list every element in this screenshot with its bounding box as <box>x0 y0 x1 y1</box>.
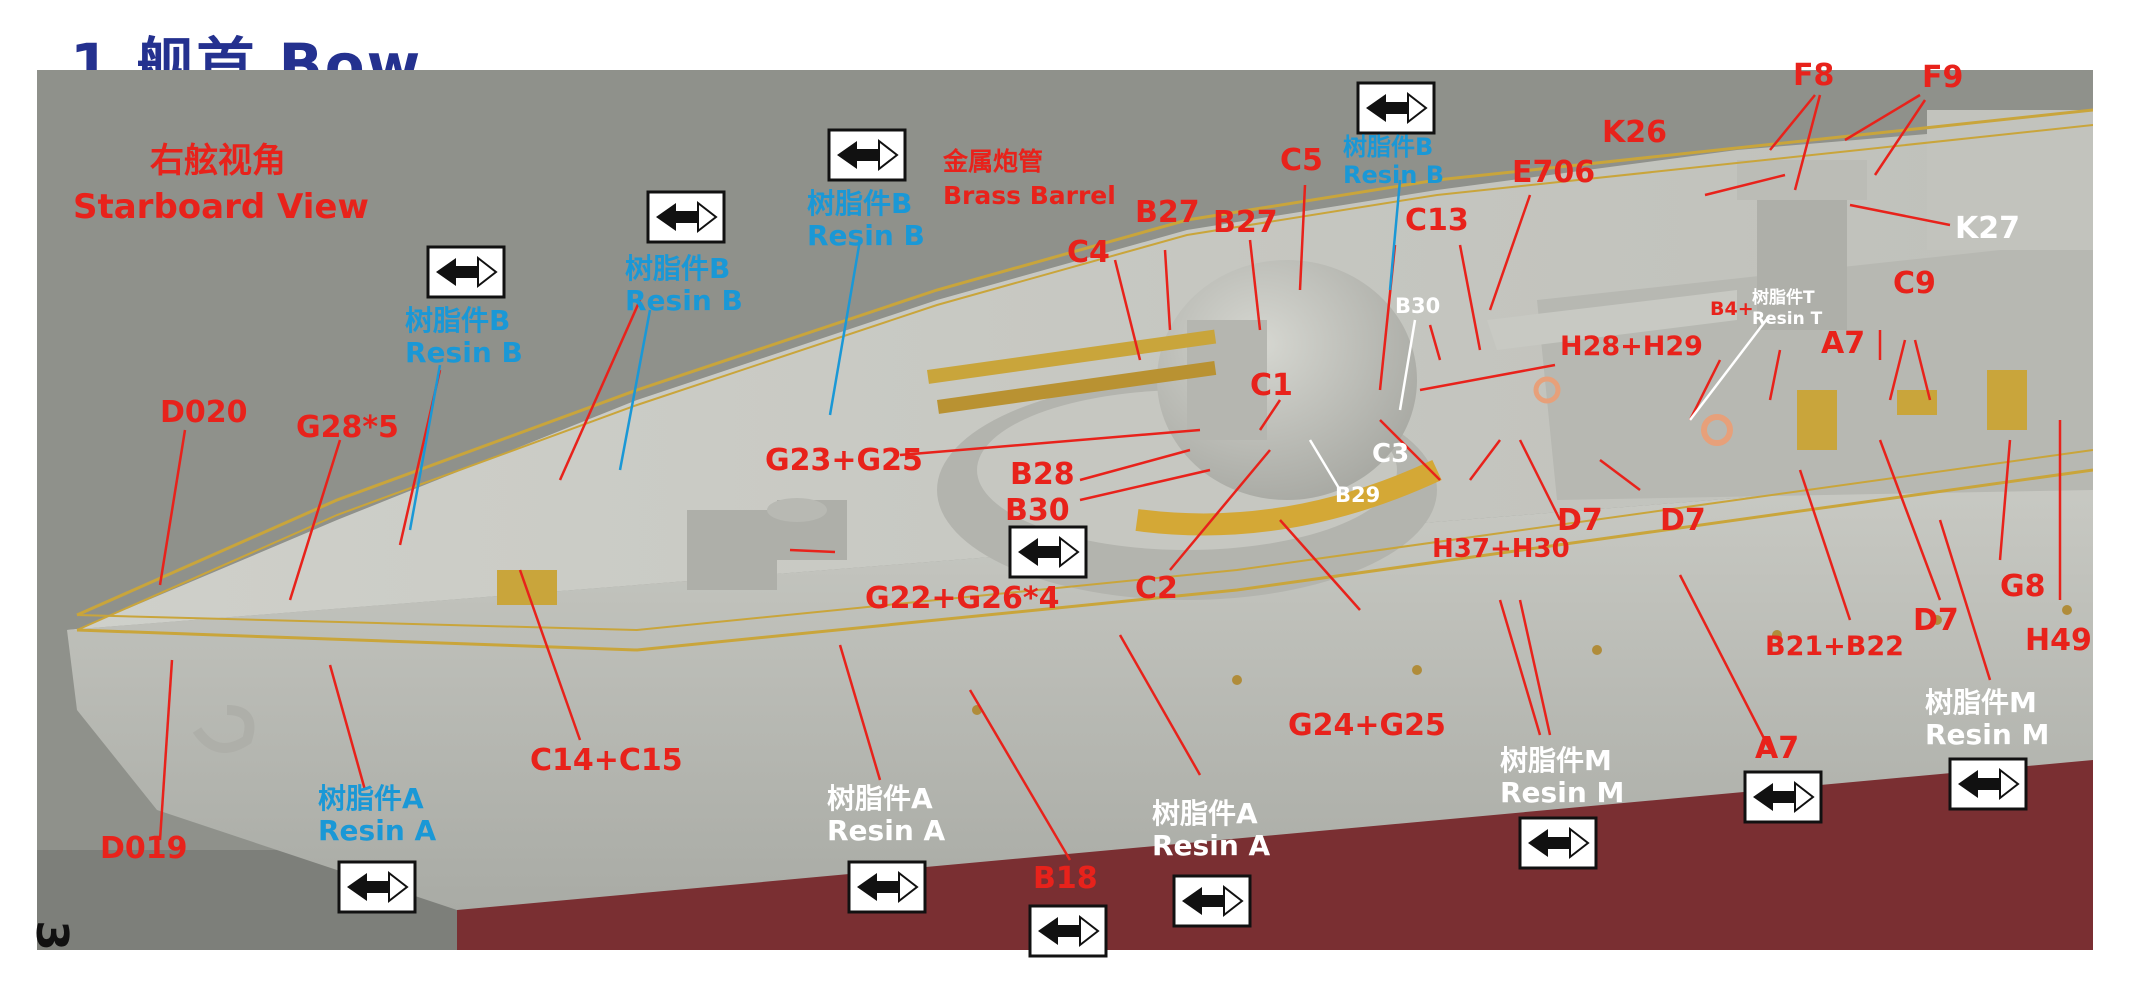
label-c4: C4 <box>1067 235 1110 270</box>
label-b27-a: B27 <box>1135 195 1200 230</box>
label-brass-cn: 金属炮管 <box>942 147 1043 176</box>
label-d019: D019 <box>100 831 188 866</box>
label-d7-c: D7 <box>1913 603 1959 638</box>
label-d7-b: D7 <box>1660 503 1706 538</box>
label-k26: K26 <box>1602 115 1667 150</box>
double-arrow-icon <box>1028 904 1108 958</box>
label-f9: F9 <box>1922 60 1963 95</box>
label-b28: B28 <box>1010 457 1075 492</box>
resin-b-1-cn: 树脂件B <box>405 304 510 337</box>
double-arrow-icon <box>1743 770 1823 824</box>
double-arrow-icon <box>337 860 417 914</box>
label-a7-bottom: A7 <box>1755 731 1799 766</box>
label-d020: D020 <box>160 395 248 430</box>
resin-a-2-en: Resin A <box>827 814 945 847</box>
resin-a-3-en: Resin A <box>1152 829 1270 862</box>
label-h37h30: H37+H30 <box>1432 534 1570 564</box>
label-b29: B29 <box>1335 483 1380 507</box>
label-c14c15: C14+C15 <box>530 743 683 778</box>
resin-b-4-en: Resin B <box>1343 161 1444 189</box>
resin-b-3-cn: 树脂件B <box>807 187 912 220</box>
label-b30: B30 <box>1005 493 1070 528</box>
label-b27-b: B27 <box>1213 205 1278 240</box>
resin-b-2-en: Resin B <box>625 284 743 317</box>
double-arrow-icon <box>1356 81 1436 135</box>
label-b30-white: B30 <box>1395 294 1440 318</box>
double-arrow-icon <box>1518 816 1598 870</box>
label-c5: C5 <box>1280 143 1323 178</box>
label-d7-a: D7 <box>1557 503 1603 538</box>
resin-a-1-en: Resin A <box>318 814 436 847</box>
resin-m-2-en: Resin M <box>1925 718 2049 751</box>
label-g23g25: G23+G25 <box>765 443 923 478</box>
label-g24g25: G24+G25 <box>1288 708 1446 743</box>
label-g28x5: G28*5 <box>296 410 399 445</box>
label-c2: C2 <box>1135 571 1178 606</box>
label-g22g26x4: G22+G26*4 <box>865 581 1059 616</box>
ship-photo <box>37 70 2093 950</box>
label-b4-prefix: B4+ <box>1710 298 1754 320</box>
label-f8: F8 <box>1793 58 1834 93</box>
label-a7-top: A7 <box>1821 326 1865 361</box>
resin-m-1-en: Resin M <box>1500 776 1624 809</box>
label-h28h29: H28+H29 <box>1560 331 1703 362</box>
label-b18: B18 <box>1033 861 1098 896</box>
double-arrow-icon <box>1008 525 1088 579</box>
resin-m-2-cn: 树脂件M <box>1925 686 2037 719</box>
double-arrow-icon <box>827 128 907 182</box>
resin-b-3-en: Resin B <box>807 219 925 252</box>
resin-a-2-cn: 树脂件A <box>827 782 933 815</box>
label-resin-t-en: Resin T <box>1752 309 1823 329</box>
label-h49: H49 <box>2025 623 2092 658</box>
label-c3: C3 <box>1372 439 1409 469</box>
resin-b-4-cn: 树脂件B <box>1343 133 1433 161</box>
label-g8: G8 <box>2000 569 2046 604</box>
label-c1: C1 <box>1250 368 1293 403</box>
resin-b-2-cn: 树脂件B <box>625 252 730 285</box>
double-arrow-icon <box>426 245 506 299</box>
double-arrow-icon <box>1172 874 1252 928</box>
resin-a-3-cn: 树脂件A <box>1152 797 1258 830</box>
label-b21b22: B21+B22 <box>1765 631 1904 662</box>
double-arrow-icon <box>1948 757 2028 811</box>
label-e706: E706 <box>1512 155 1595 190</box>
resin-b-1-en: Resin B <box>405 336 523 369</box>
label-resin-t-cn: 树脂件T <box>1752 287 1815 308</box>
double-arrow-icon <box>646 190 726 244</box>
label-k27: K27 <box>1955 211 2020 246</box>
resin-a-1-cn: 树脂件A <box>318 782 424 815</box>
view-title-cn: 右舷视角 <box>150 141 286 181</box>
double-arrow-icon <box>847 860 927 914</box>
label-brass-en: Brass Barrel <box>943 181 1116 210</box>
resin-m-1-cn: 树脂件M <box>1500 744 1612 777</box>
view-title-en: Starboard View <box>73 187 369 227</box>
label-c9: C9 <box>1893 266 1936 301</box>
label-c13: C13 <box>1405 203 1469 238</box>
